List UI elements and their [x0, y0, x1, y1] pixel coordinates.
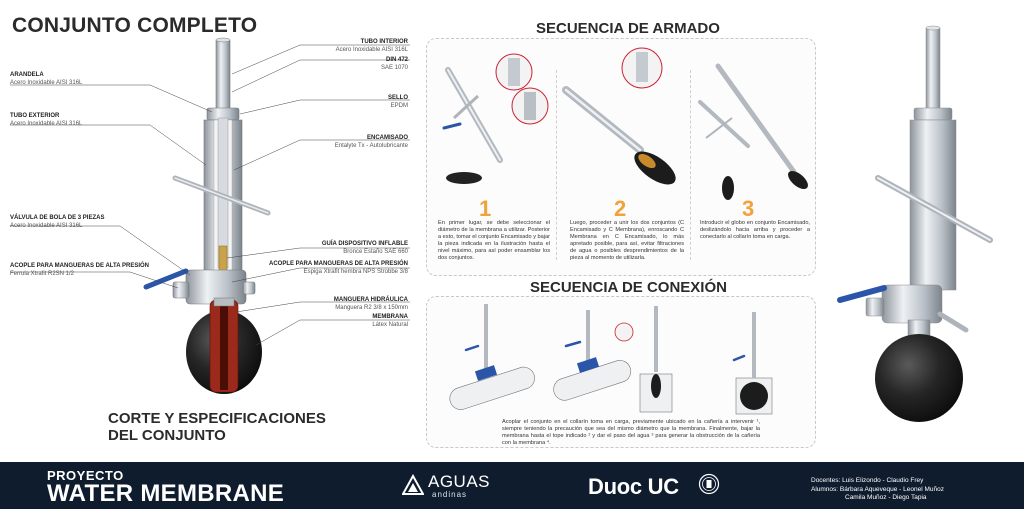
callout-washer: ARANDELA Acero Inoxidable AISI 316L	[10, 72, 83, 86]
handle-bar	[172, 175, 271, 216]
divider	[690, 70, 691, 260]
callout-seal: SELLO EPDM	[387, 95, 408, 109]
sponsor-name: AGUAS	[428, 472, 491, 491]
callout-sleeve: ENCAMISADO Entalyte Tx - Autolubricante	[334, 135, 408, 149]
credits-alumnos: Alumnos: Bárbara Aqueveque - Leonel Muño…	[811, 485, 944, 493]
step-text: En primer lugar, se debe seleccionar el …	[438, 220, 550, 261]
credits-docentes: Docentes: Luis Elizondo - Claudio Frey	[811, 477, 924, 484]
credits-alumnos-2: Camila Muñoz - Diego Tapia	[845, 494, 927, 501]
assembly-sequence-title: SECUENCIA DE ARMADO	[536, 20, 720, 37]
step-text: Luego, proceder a unir los dos conjuntos…	[570, 220, 684, 261]
callout-membrane: MEMBRANA Látex Natural	[372, 314, 408, 328]
project-label: PROYECTO	[47, 468, 124, 483]
callout-inner-tube: TUBO INTERIOR Acero Inoxidable AISI 316L	[335, 39, 408, 53]
duoc-seal-icon	[698, 473, 720, 495]
project-name: WATER MEMBRANE	[47, 480, 285, 507]
washer	[206, 107, 240, 121]
outer-tube	[203, 119, 243, 296]
inner-tube	[215, 39, 231, 111]
callout-din: DIN 472 SAE 1070	[380, 57, 408, 71]
callout-hydraulic-hose: MANGUERA HIDRÁULICA Manguera R2 3/8 x 15…	[333, 297, 408, 311]
bronze-guide	[218, 245, 228, 277]
credits: Docentes: Luis Elizondo - Claudio Frey A…	[811, 477, 944, 503]
step-text: Introducir el globo en conjunto Encamisa…	[700, 220, 810, 240]
connection-sequence-title: SECUENCIA DE CONEXIÓN	[530, 279, 727, 296]
callout-hose-coupling-right: ACOPLE PARA MANGUERAS DE ALTA PRESIÓN Es…	[268, 261, 408, 275]
membrane-ball	[186, 310, 262, 394]
main-title: CONJUNTO COMPLETO	[12, 14, 258, 37]
footer-bar: PROYECTO WATER MEMBRANE AGUAS andinas Du…	[0, 462, 1024, 509]
callout-guide: GUÍA DISPOSITIVO INFLABLE Bronce Estaño …	[321, 241, 408, 255]
connection-text: Acoplar el conjunto en el collarín toma …	[502, 419, 760, 446]
school-logo: Duoc UC	[588, 474, 679, 499]
ball-valve	[185, 269, 247, 305]
step-number: 3	[742, 196, 755, 221]
aguas-andinas-logo-icon	[402, 474, 424, 495]
valve-lever	[143, 268, 189, 290]
divider	[556, 70, 557, 260]
hydraulic-hose	[209, 299, 239, 393]
step-number: 2	[614, 196, 627, 221]
callout-ball-valve: VÁLVULA DE BOLA DE 3 PIEZAS Acero Inoxid…	[10, 215, 105, 229]
callout-hose-coupling-left: ACOPLE PARA MANGUERAS DE ALTA PRESIÓN Fe…	[10, 263, 150, 277]
callout-outer-tube: TUBO EXTERIOR Acero Inoxidable AISI 316L	[10, 113, 83, 127]
sponsor-subtitle: andinas	[432, 490, 468, 499]
cut-title: CORTE Y ESPECIFICACIONES DEL CONJUNTO	[108, 410, 326, 444]
step-number: 1	[479, 196, 492, 221]
